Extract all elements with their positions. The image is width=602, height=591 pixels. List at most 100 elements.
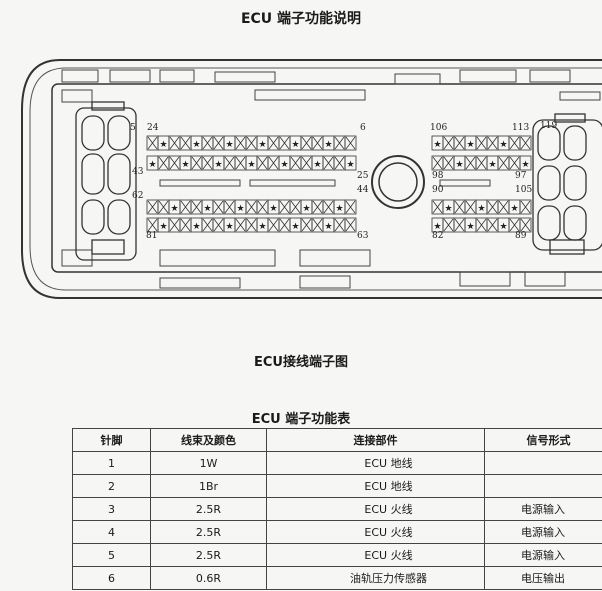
left-power-cavities (75, 101, 137, 261)
pin-rows: ★★★★★★★★★★★★★★★★★★★★★★★★★★★★★★★★★★★★★ (146, 135, 532, 233)
pin-row: ★★★ (431, 199, 532, 215)
cell-wire: 0.6R (150, 566, 267, 590)
svg-text:★: ★ (478, 204, 486, 214)
svg-text:★: ★ (259, 140, 267, 150)
pin-label-97: 97 (515, 171, 527, 181)
pin-function-table: 针脚 线束及颜色 连接部件 信号形式 1 1W ECU 地线 2 1Br ECU… (72, 428, 602, 590)
cell-component: ECU 地线 (266, 451, 485, 475)
cell-signal (484, 451, 602, 475)
cell-component: ECU 火线 (266, 497, 485, 521)
table-row: 5 2.5R ECU 火线 电源输入 (72, 543, 602, 567)
header-signal: 信号形式 (484, 428, 602, 452)
document-title: ECU 端子功能说明 (240, 11, 362, 27)
table-row: 6 0.6R 油轨压力传感器 电压输出 (72, 566, 602, 590)
cell-pin: 4 (72, 520, 151, 544)
svg-text:★: ★ (489, 160, 497, 170)
svg-text:★: ★ (226, 222, 234, 232)
cell-pin: 3 (72, 497, 151, 521)
svg-text:★: ★ (281, 160, 289, 170)
pin-label-105: 105 (515, 185, 532, 195)
pin-row: ★ ★ ★ (431, 135, 532, 151)
cell-pin: 6 (72, 566, 151, 590)
header-wire-color: 线束及颜色 (150, 428, 267, 452)
pin-number-labels: 5 24 6 43 25 44 62 81 63 106 113 119 98 … (130, 121, 557, 241)
connector-housing-outline (21, 59, 602, 299)
svg-text:★: ★ (325, 140, 333, 150)
svg-text:★: ★ (500, 140, 508, 150)
svg-text:★: ★ (500, 222, 508, 232)
cell-pin: 1 (72, 451, 151, 475)
svg-text:★: ★ (522, 160, 530, 170)
pin-label-6: 6 (360, 123, 366, 133)
table-row: 4 2.5R ECU 火线 电源输入 (72, 520, 602, 544)
pin-label-113: 113 (512, 123, 529, 133)
svg-text:★: ★ (347, 160, 355, 170)
cell-component: ECU 地线 (266, 474, 485, 498)
cell-signal: 电源输入 (484, 497, 602, 521)
cell-component: 油轨压力传感器 (266, 566, 485, 590)
svg-text:★: ★ (467, 140, 475, 150)
pin-label-89: 89 (515, 231, 527, 241)
svg-text:★: ★ (248, 160, 256, 170)
cell-signal: 电压输出 (484, 566, 602, 590)
bottom-slots (61, 249, 566, 289)
table-header-row: 针脚 线束及颜色 连接部件 信号形式 (72, 428, 602, 452)
centre-guide-pin (371, 155, 425, 209)
svg-text:★: ★ (314, 160, 322, 170)
svg-text:★: ★ (182, 160, 190, 170)
cell-signal (484, 474, 602, 498)
svg-text:★: ★ (434, 222, 442, 232)
svg-text:★: ★ (292, 222, 300, 232)
cell-pin: 2 (72, 474, 151, 498)
pin-label-24: 24 (147, 123, 159, 133)
pin-row: ★★★★★★ (146, 135, 357, 151)
cell-pin: 5 (72, 543, 151, 567)
table-row: 1 1W ECU 地线 (72, 451, 602, 475)
svg-text:★: ★ (434, 140, 442, 150)
svg-text:★: ★ (160, 222, 168, 232)
table-title: ECU 端子功能表 (251, 412, 351, 427)
pin-row: ★★★★★★★ (146, 155, 357, 171)
cell-signal: 电源输入 (484, 543, 602, 567)
pin-label-90: 90 (432, 185, 444, 195)
pin-row: ★ ★ ★ ★ ★ ★ (146, 217, 357, 233)
cell-component: ECU 火线 (266, 520, 485, 544)
connector-housing-inner (29, 67, 602, 291)
svg-text:★: ★ (237, 204, 245, 214)
cell-wire: 2.5R (150, 520, 267, 544)
pin-label-119: 119 (540, 121, 557, 131)
pin-row: ★★★★★★ (146, 199, 357, 215)
svg-text:★: ★ (467, 222, 475, 232)
svg-text:★: ★ (303, 204, 311, 214)
svg-text:★: ★ (511, 204, 519, 214)
pin-row: ★ ★ ★ (431, 155, 532, 171)
right-power-cavities (532, 113, 602, 255)
svg-text:★: ★ (204, 204, 212, 214)
svg-text:★: ★ (456, 160, 464, 170)
cell-wire: 2.5R (150, 497, 267, 521)
pin-label-43: 43 (132, 167, 144, 177)
header-component: 连接部件 (266, 428, 485, 452)
svg-text:★: ★ (259, 222, 267, 232)
table-row: 2 1Br ECU 地线 (72, 474, 602, 498)
row-separators (159, 179, 491, 187)
cell-wire: 1Br (150, 474, 267, 498)
svg-text:★: ★ (171, 204, 179, 214)
diagram-caption: ECU接线端子图 (254, 355, 348, 370)
pin-row: ★ ★ ★ (431, 217, 532, 233)
cell-component: ECU 火线 (266, 543, 485, 567)
table-row: 3 2.5R ECU 火线 电源输入 (72, 497, 602, 521)
header-pin: 针脚 (72, 428, 151, 452)
pin-label-106: 106 (430, 123, 447, 133)
cell-signal: 电源输入 (484, 520, 602, 544)
svg-text:★: ★ (149, 160, 157, 170)
cell-wire: 2.5R (150, 543, 267, 567)
pin-label-98: 98 (432, 171, 444, 181)
cell-wire: 1W (150, 451, 267, 475)
pin-label-5: 5 (130, 123, 136, 133)
svg-text:★: ★ (270, 204, 278, 214)
svg-text:★: ★ (292, 140, 300, 150)
pin-label-63: 63 (357, 231, 369, 241)
svg-text:★: ★ (325, 222, 333, 232)
svg-text:★: ★ (193, 222, 201, 232)
